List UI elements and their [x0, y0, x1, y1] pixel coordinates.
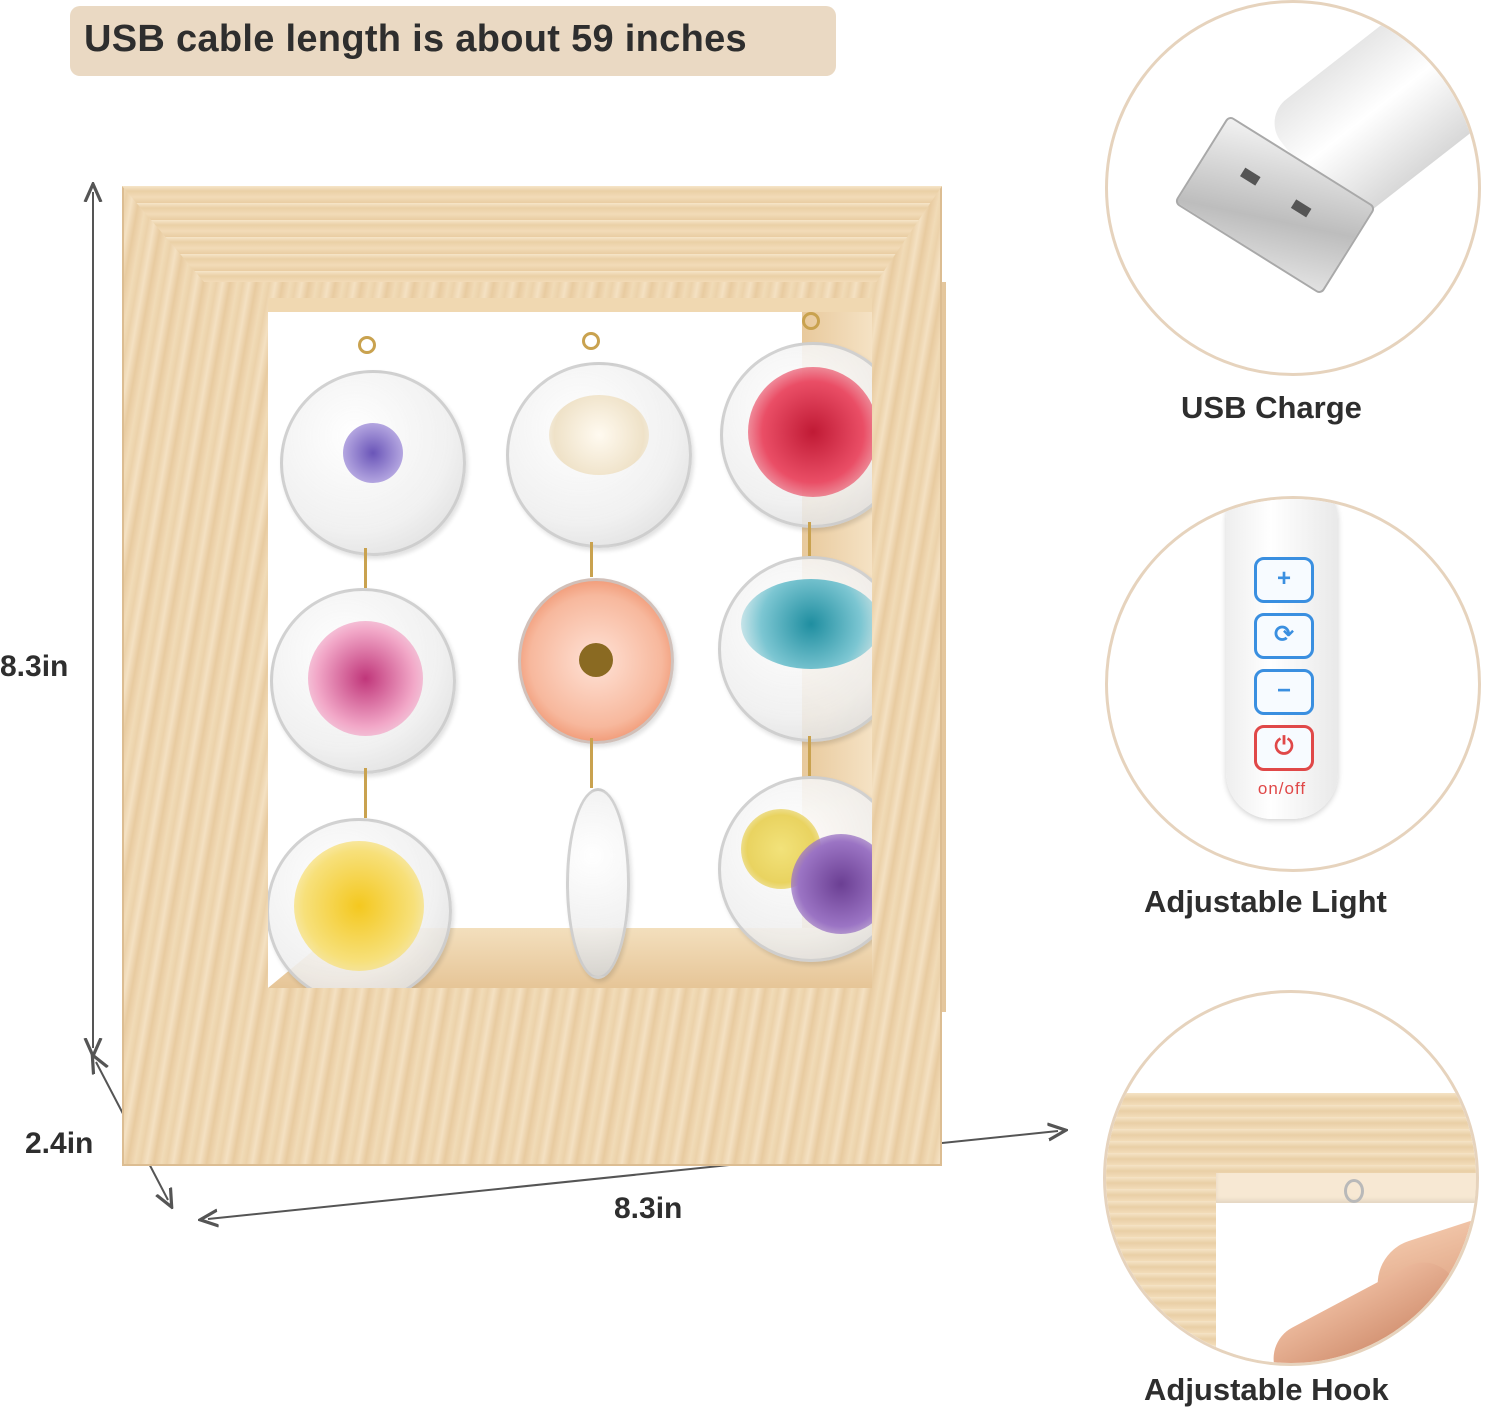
flower-disc: [518, 578, 674, 744]
frame-opening: [268, 298, 872, 988]
adjustable-light-bubble: + ⟳ − ⏻ on/off: [1105, 496, 1481, 872]
usb-charge-bubble: [1105, 0, 1481, 376]
flower-disc: [280, 370, 466, 556]
adjustable-light-caption: Adjustable Light: [1144, 884, 1387, 919]
cable-length-text: USB cable length is about 59 inches: [84, 18, 747, 60]
flower-disc: [718, 776, 872, 962]
hanging-rod: [268, 298, 872, 312]
hook-icon: [1344, 1179, 1364, 1203]
width-label: 8.3in: [614, 1192, 683, 1225]
usb-charge-caption: USB Charge: [1181, 390, 1362, 425]
hook-icon: [582, 332, 600, 350]
hook-icon: [802, 312, 820, 330]
remote-control-icon: + ⟳ − ⏻ on/off: [1226, 499, 1338, 819]
flower-disc: [566, 788, 630, 979]
brightness-up-button: +: [1254, 557, 1314, 603]
cable-length-banner: USB cable length is about 59 inches: [70, 6, 836, 76]
power-button: ⏻: [1254, 725, 1314, 771]
mode-cycle-button: ⟳: [1254, 613, 1314, 659]
flower-disc: [270, 588, 456, 774]
depth-label: 2.4in: [25, 1127, 94, 1160]
flower-disc: [718, 556, 872, 742]
flower-disc: [720, 342, 872, 528]
brightness-down-button: −: [1254, 669, 1314, 715]
adjustable-hook-caption: Adjustable Hook: [1144, 1372, 1389, 1407]
adjustable-hook-bubble: [1103, 990, 1479, 1366]
flower-disc: [268, 818, 452, 988]
on-off-label: on/off: [1257, 779, 1307, 798]
hook-icon: [358, 336, 376, 354]
flower-disc: [506, 362, 692, 548]
height-label: 8.3in: [0, 650, 69, 683]
frame-top-face: [122, 186, 942, 282]
